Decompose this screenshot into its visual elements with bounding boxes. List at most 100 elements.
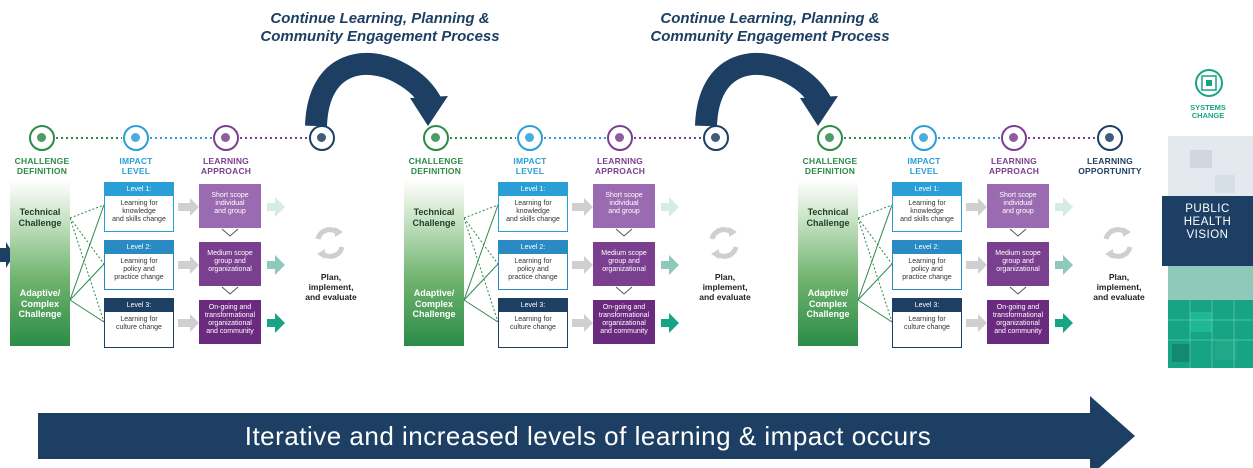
tree-icon xyxy=(1001,125,1027,151)
panel-3-arrow-approach-3 xyxy=(1055,313,1073,333)
panel-2-level-2-text-line1: Learning for xyxy=(514,258,552,265)
panel-3-challenge-bar xyxy=(798,180,858,346)
panel-2-level-3-text-line2: culture change xyxy=(510,324,556,331)
panel-2-tech-link-1 xyxy=(463,204,499,219)
systems-change-label: SYSTEMS CHANGE xyxy=(1178,104,1238,120)
panel-2-header-impact-line1: IMPACT xyxy=(513,156,547,166)
panel-2-approach-3-line4: and community xyxy=(600,328,648,335)
panel-2-adaptive-line3: Challenge xyxy=(412,309,456,319)
panel-1-approach-3-line1: On-going and xyxy=(208,304,252,311)
water-drop-icon xyxy=(517,125,543,151)
panel-2-arrow-level-1 xyxy=(572,198,593,216)
panel-3-cycle-head-2 xyxy=(1105,249,1113,259)
panel-1-plan-line3: and evaluate xyxy=(305,292,357,302)
panel-1-cycle-head-1 xyxy=(335,227,343,237)
panel-1-adaptive-line1: Adaptive/ xyxy=(19,288,61,298)
panel-3-approach-3-line2: transformational xyxy=(992,312,1044,319)
water-drop-icon-glyph xyxy=(131,133,140,142)
panel-2-level-1-text-line2: knowledge xyxy=(516,208,550,215)
panel-3-adaptive-line2: Complex xyxy=(808,298,847,309)
panel-3-level-2-label: Level 2: xyxy=(893,241,961,254)
panel-3-approach-3-line4: and community xyxy=(994,328,1042,335)
tree-icon-glyph xyxy=(221,133,230,142)
panel-1-arrow-approach-2 xyxy=(267,255,285,275)
panel-3-adapt-link-2 xyxy=(857,263,893,301)
panel-1-level-1-text-line2: knowledge xyxy=(122,208,156,215)
head-target-icon-glyph xyxy=(711,133,720,142)
water-drop-icon-glyph xyxy=(525,133,534,142)
panel-1-header-learning-line2: APPROACH xyxy=(200,165,252,176)
panel-3-header-opportunity-line2: OPPORTUNITY xyxy=(1078,165,1142,176)
continue-title-2: Continue Learning, Planning & Community … xyxy=(620,10,920,46)
systems-change-line2: CHANGE xyxy=(1191,111,1225,120)
panel-1-chevron-1 xyxy=(221,228,239,237)
panel-1-header-learning-line1: LEARNING xyxy=(203,156,249,166)
panel-1-level-3-text-line2: culture change xyxy=(116,324,162,331)
panel-1-approach-1-line3: and group xyxy=(214,208,246,215)
panel-3-approach-1-line2: individual xyxy=(1003,200,1033,207)
puzzle-graphic xyxy=(1162,136,1253,368)
panel-1-level-3-text-line1: Learning for xyxy=(120,316,158,323)
panel-1-plan-line2: implement, xyxy=(308,282,354,292)
panel-3-adaptive-line3: Challenge xyxy=(806,309,850,319)
water-drop-icon-glyph xyxy=(919,133,928,142)
panel-3-approach-2-line3: organizational xyxy=(996,266,1040,273)
panel-3-approach-1-line1: Short scope xyxy=(999,192,1037,199)
panel-2-technical-line2: Challenge xyxy=(412,217,456,228)
panel-3-plan-line2: implement, xyxy=(1096,282,1142,292)
panel-1-adaptive-line2: Complex xyxy=(20,298,59,309)
panel-2-plan-line3: and evaluate xyxy=(699,292,751,302)
panel-2-approach-3-line2: transformational xyxy=(598,312,650,319)
panel-1-header-challenge-line1: CHALLENGE xyxy=(14,156,70,166)
panel-2-level-2-label: Level 2: xyxy=(499,241,567,254)
continue-arrow-2 xyxy=(695,52,838,127)
panel-3-header-challenge-line2: DEFINITION xyxy=(804,165,856,176)
panel-2-arrow-approach-1 xyxy=(661,197,679,217)
panel-3-level-1-text-line1: Learning for xyxy=(908,200,946,207)
panel-2-level-3-text-line1: Learning for xyxy=(514,316,552,323)
panel-1-technical-line1: Technical xyxy=(19,207,61,217)
panel-1-arrow-level-3 xyxy=(178,314,199,332)
panel-3-level-1-text-line3: and skills change xyxy=(900,216,954,223)
panel-3-tech-link-1 xyxy=(857,204,893,219)
panel-2-adapt-link-2 xyxy=(463,263,499,301)
head-target-icon-glyph xyxy=(317,133,326,142)
panel-3-plan-text: Plan,implement,and evaluate xyxy=(1084,272,1154,302)
panel-3-arrow-level-2 xyxy=(966,256,987,274)
panel-2-approach-1-line2: individual xyxy=(609,200,639,207)
panel-3-plan-line3: and evaluate xyxy=(1093,292,1145,302)
panel-2-arrow-level-2 xyxy=(572,256,593,274)
panel-3-level-2-text-line1: Learning for xyxy=(908,258,946,265)
continue-title-2-line1: Continue Learning, Planning & xyxy=(660,10,880,27)
tree-icon xyxy=(607,125,633,151)
panel-2-approach-2-line2: group and xyxy=(608,258,640,265)
vision-line2: HEALTH xyxy=(1183,216,1232,228)
panel-2-chevron-2 xyxy=(615,286,633,295)
panel-1-approach-1-line1: Short scope xyxy=(211,192,249,199)
panel-3-header-learning-line1: LEARNING xyxy=(991,156,1037,166)
panel-3-adaptive-line1: Adaptive/ xyxy=(807,288,849,298)
head-target-icon xyxy=(703,125,729,151)
panel-3-approach-2-line1: Medium scope xyxy=(995,250,1041,257)
panel-1-arrow-approach-1 xyxy=(267,197,285,217)
